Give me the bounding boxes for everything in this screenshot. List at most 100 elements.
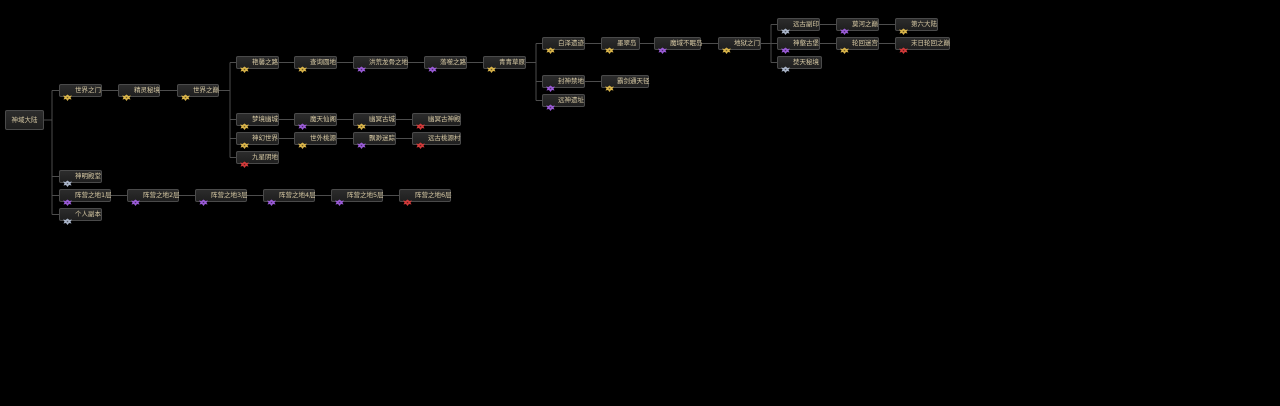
gold-emblem-icon (546, 40, 555, 54)
node-label: 第六大陆 (911, 20, 937, 29)
purple-emblem-icon (335, 192, 344, 206)
node-label: 神壑古堡 (793, 39, 819, 48)
node-28[interactable]: 飘渺迷踪 (353, 132, 396, 149)
node-26[interactable]: 神幻世界 (236, 132, 279, 149)
node-25[interactable]: 幽冥古神殿 (412, 113, 461, 130)
node-24[interactable]: 幽冥古城 (353, 113, 396, 130)
node-label: 世界之巅 (193, 86, 219, 95)
node-label: 阵营之地5层 (347, 191, 384, 200)
node-label: 查询圆地 (310, 58, 336, 67)
node-17[interactable]: 末日轮回之巅 (895, 37, 950, 54)
node-38[interactable]: 个人副本 (59, 208, 102, 225)
gold-emblem-icon (298, 135, 307, 149)
purple-emblem-icon (781, 40, 790, 54)
node-label: 阵营之地4层 (279, 191, 316, 200)
node-label: 梦境幽城 (252, 115, 278, 124)
node-32[interactable]: 阵营之地1层 (59, 189, 112, 206)
node-label: 远古桃源村 (428, 134, 461, 143)
node-11[interactable]: 地狱之门 (718, 37, 761, 54)
node-21[interactable]: 远神遗址 (542, 94, 585, 111)
node-15[interactable]: 神壑古堡 (777, 37, 820, 54)
gold-emblem-icon (840, 40, 849, 54)
node-label: 艳馨之路 (252, 58, 278, 67)
purple-emblem-icon (63, 192, 72, 206)
node-label: 幽冥古城 (369, 115, 395, 124)
silver-emblem-icon (781, 21, 790, 35)
purple-emblem-icon (840, 21, 849, 35)
purple-emblem-icon (428, 59, 437, 73)
node-7[interactable]: 青青草原 (483, 56, 526, 73)
node-13[interactable]: 莫河之巅 (836, 18, 879, 35)
purple-emblem-icon (357, 135, 366, 149)
node-16[interactable]: 轮回迷宫 (836, 37, 879, 54)
node-label: 魔天仙阁 (310, 115, 336, 124)
node-14[interactable]: 第六大陆 (895, 18, 938, 35)
node-label: 末日轮回之巅 (911, 39, 950, 48)
node-label: 飘渺迷踪 (369, 134, 395, 143)
purple-emblem-icon (267, 192, 276, 206)
node-label: 洪荒龙骨之地 (369, 58, 408, 67)
node-31[interactable]: 神明殿堂 (59, 170, 102, 187)
node-22[interactable]: 梦境幽城 (236, 113, 279, 130)
node-root[interactable]: 神域大陆 (5, 110, 44, 130)
red-emblem-icon (416, 116, 425, 130)
silver-emblem-icon (781, 59, 790, 73)
purple-emblem-icon (131, 192, 140, 206)
purple-emblem-icon (357, 59, 366, 73)
node-18[interactable]: 焚天秘境 (777, 56, 822, 73)
node-23[interactable]: 魔天仙阁 (294, 113, 337, 130)
node-4[interactable]: 查询圆地 (294, 56, 337, 73)
node-label: 墨翠岛 (617, 39, 637, 48)
node-29[interactable]: 远古桃源村 (412, 132, 461, 149)
node-label: 封神禁地 (558, 77, 584, 86)
node-label: 世界之门 (75, 86, 101, 95)
node-label: 青青草原 (499, 58, 525, 67)
node-19[interactable]: 封神禁地 (542, 75, 585, 92)
node-30[interactable]: 九星阴地 (236, 151, 279, 168)
node-label: 神幻世界 (252, 134, 278, 143)
purple-emblem-icon (658, 40, 667, 54)
gold-emblem-icon (605, 40, 614, 54)
node-elf-realm[interactable]: 精灵秘境 (118, 84, 160, 101)
node-label: 焚天秘境 (793, 58, 819, 67)
node-5[interactable]: 洪荒龙骨之地 (353, 56, 408, 73)
node-label: 阵营之地3层 (211, 191, 248, 200)
gold-emblem-icon (487, 59, 496, 73)
gold-emblem-icon (298, 59, 307, 73)
node-37[interactable]: 阵营之地6层 (399, 189, 452, 206)
gold-emblem-icon (63, 87, 72, 101)
gold-emblem-icon (722, 40, 731, 54)
node-27[interactable]: 世外桃源 (294, 132, 337, 149)
node-35[interactable]: 阵营之地4层 (263, 189, 316, 206)
node-label: 神明殿堂 (75, 172, 101, 181)
node-33[interactable]: 阵营之地2层 (127, 189, 180, 206)
node-label: 阵营之地6层 (415, 191, 452, 200)
node-label: 世外桃源 (310, 134, 336, 143)
node-label: 霸剑通天径 (617, 77, 650, 86)
node-6[interactable]: 落噬之路 (424, 56, 467, 73)
gold-emblem-icon (181, 87, 190, 101)
red-emblem-icon (899, 40, 908, 54)
purple-emblem-icon (298, 116, 307, 130)
node-label: 幽冥古神殿 (428, 115, 461, 124)
node-34[interactable]: 阵营之地3层 (195, 189, 248, 206)
node-12[interactable]: 远古副印 (777, 18, 820, 35)
node-20[interactable]: 霸剑通天径 (601, 75, 650, 92)
node-label: 阵营之地1层 (75, 191, 112, 200)
node-world-peak[interactable]: 世界之巅 (177, 84, 219, 101)
gold-emblem-icon (899, 21, 908, 35)
gold-emblem-icon (240, 116, 249, 130)
red-emblem-icon (416, 135, 425, 149)
gold-emblem-icon (122, 87, 131, 101)
silver-emblem-icon (63, 211, 72, 225)
purple-emblem-icon (546, 78, 555, 92)
red-emblem-icon (403, 192, 412, 206)
node-36[interactable]: 阵营之地5层 (331, 189, 384, 206)
node-10[interactable]: 魔域不眠岛 (654, 37, 703, 54)
node-8[interactable]: 白泽遗迹 (542, 37, 585, 54)
node-3[interactable]: 艳馨之路 (236, 56, 279, 73)
node-world-gate[interactable]: 世界之门 (59, 84, 102, 101)
node-9[interactable]: 墨翠岛 (601, 37, 640, 54)
